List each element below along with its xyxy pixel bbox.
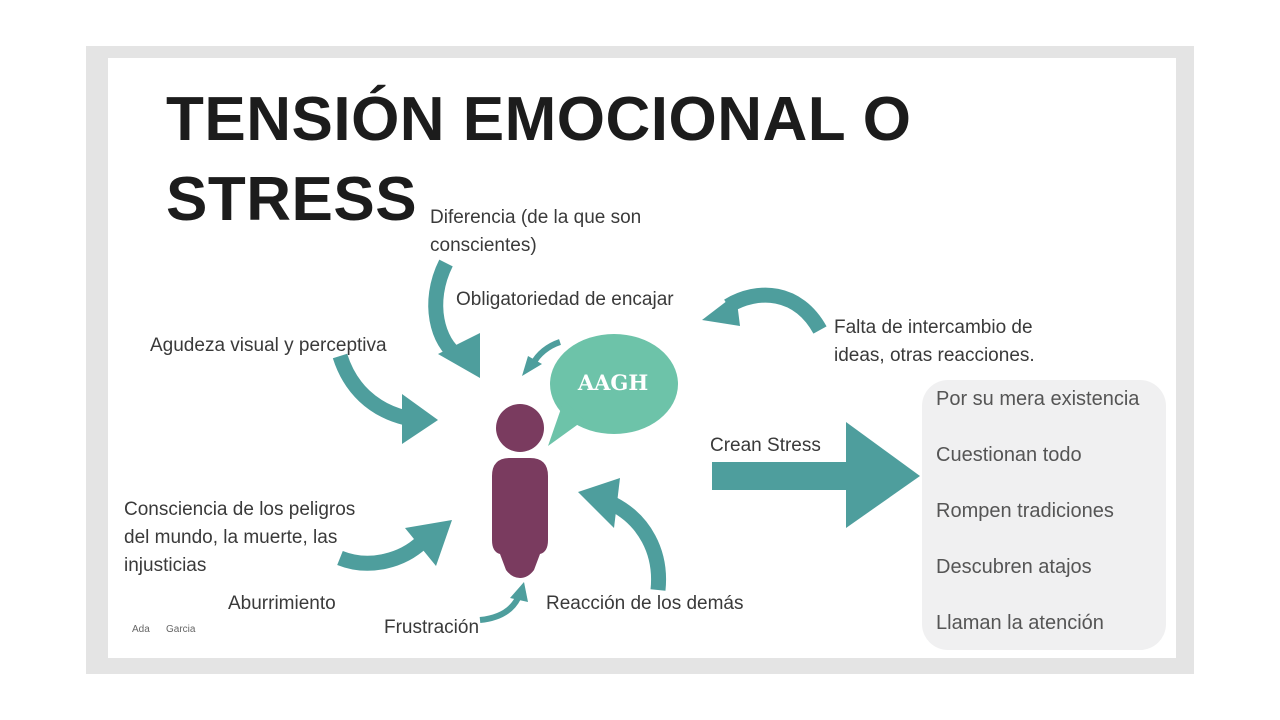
label-diferencia-line-2: conscientes) (430, 235, 537, 256)
label-consciencia-line-2: del mundo, la muerte, las (124, 527, 338, 548)
title-line-2: STRESS (166, 165, 418, 234)
label-obligatoriedad: Obligatoriedad de encajar (456, 289, 674, 310)
result-item: Rompen tradiciones (936, 500, 1114, 522)
speech-bubble-tail (548, 400, 584, 446)
diagram-arrows (332, 259, 920, 623)
arrow-falta (724, 287, 827, 334)
arrow-crean-stress-shaft (712, 462, 852, 490)
slide: TENSIÓN EMOCIONAL O STRESS Diferencia (d… (108, 58, 1176, 658)
arrow-consciencia-head (405, 520, 452, 566)
results-panel: Por su mera existencia Cuestionan todo R… (922, 380, 1166, 650)
arrow-reaccion-head (578, 478, 620, 528)
result-item: Por su mera existencia (936, 388, 1140, 410)
arrow-agudeza-head (402, 394, 438, 444)
result-item: Descubren atajos (936, 556, 1092, 578)
arrow-consciencia (337, 536, 428, 571)
page-title: TENSIÓN EMOCIONAL O STRESS (166, 80, 912, 240)
label-consciencia-line-3: injusticias (124, 555, 207, 576)
bubble-text: AAGH (577, 370, 649, 395)
person-head-icon (496, 404, 544, 452)
label-consciencia-line-1: Consciencia de los peligros (124, 499, 356, 520)
person-body-icon (492, 458, 548, 578)
speech-bubble (550, 334, 678, 434)
result-item: Llaman la atención (936, 612, 1104, 634)
label-falta-intercambio: Falta de intercambio de ideas, otras rea… (834, 314, 1035, 370)
arrow-frustracion (479, 596, 521, 623)
label-reaccion: Reacción de los demás (546, 593, 744, 614)
label-falta-line-1: Falta de intercambio de (834, 317, 1033, 338)
label-frustracion: Frustración (384, 617, 480, 638)
title-line-1: TENSIÓN EMOCIONAL O (166, 85, 912, 154)
arrow-small-top-head (522, 356, 542, 376)
label-aburrimiento: Aburrimiento (228, 593, 336, 614)
arrow-falta-head (702, 294, 740, 326)
result-item: Cuestionan todo (936, 444, 1082, 466)
author-first-name: Ada (132, 624, 150, 635)
author-last-name: Garcia (166, 624, 196, 635)
label-diferencia-line-1: Diferencia (de la que son (430, 207, 642, 228)
label-agudeza: Agudeza visual y perceptiva (150, 335, 387, 356)
label-crean-stress: Crean Stress (710, 435, 821, 456)
label-falta-line-2: ideas, otras reacciones. (834, 345, 1035, 366)
arrow-diferencia (428, 259, 463, 363)
arrow-diferencia-head (438, 333, 480, 378)
arrow-small-top (530, 339, 562, 366)
label-diferencia: Diferencia (de la que son conscientes) (430, 204, 641, 260)
label-consciencia: Consciencia de los peligros del mundo, l… (124, 496, 355, 580)
arrow-frustracion-head (510, 582, 528, 602)
arrow-reaccion (609, 497, 667, 591)
arrow-agudeza (332, 353, 409, 426)
arrow-crean-stress-head (846, 422, 920, 528)
